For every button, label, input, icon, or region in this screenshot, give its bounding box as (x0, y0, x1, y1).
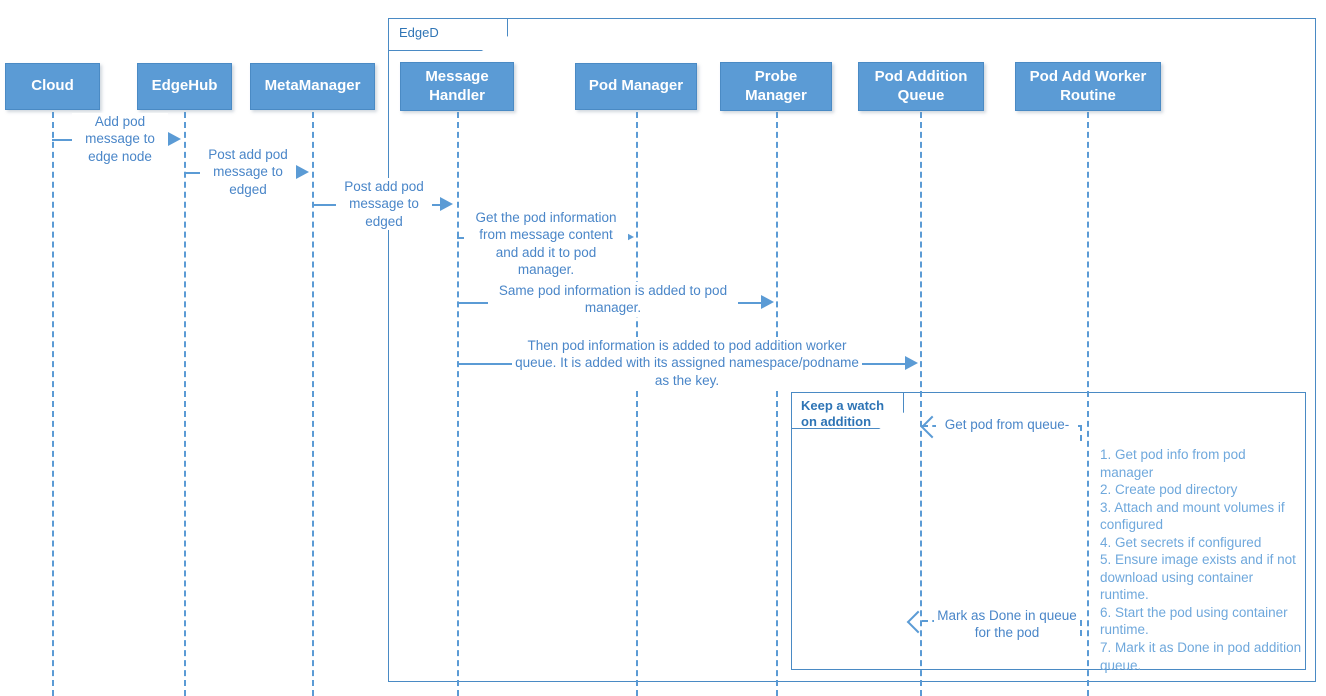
message-2-label: Post add pod message to edged (200, 146, 296, 198)
participant-probe-manager[interactable]: Probe Manager (720, 62, 832, 111)
frame-watch-label: Keep a watch on addition queue (801, 398, 885, 445)
worker-step-6: 6. Start the pod using container runtime… (1100, 604, 1288, 638)
message-2-arrowhead (296, 165, 309, 179)
lifeline-podqueue (920, 112, 922, 696)
participant-pod-add-worker-routine-label: Pod Add Worker Routine (1029, 68, 1147, 104)
message-1-arrowhead (168, 132, 181, 146)
message-7-riser (1080, 425, 1082, 441)
worker-steps-note: 1. Get pod info from pod manager 2. Crea… (1100, 446, 1302, 674)
lifeline-metamanager (312, 112, 314, 696)
worker-step-7: 7. Mark it as Done in pod addition queue… (1100, 640, 1302, 673)
participant-probe-manager-label: Probe Manager (745, 68, 807, 104)
participant-pod-add-worker-routine[interactable]: Pod Add Worker Routine (1015, 62, 1161, 111)
lifeline-cloud (52, 112, 54, 696)
message-7-label: Get pod from queue- (936, 416, 1078, 434)
message-6-arrowhead (905, 356, 918, 370)
frame-watch-label-tab: Keep a watch on addition queue (791, 392, 904, 429)
participant-pod-manager[interactable]: Pod Manager (575, 63, 697, 110)
message-8-riser (1080, 620, 1082, 636)
participant-message-handler-label: Message Handler (425, 68, 489, 104)
message-5-arrowhead (761, 295, 774, 309)
message-3-arrowhead (440, 197, 453, 211)
participant-pod-manager-label: Pod Manager (588, 77, 684, 95)
frame-edged (388, 18, 1316, 682)
participant-message-handler[interactable]: Message Handler (400, 62, 514, 111)
worker-step-5: 5. Ensure image exists and if not downlo… (1100, 552, 1296, 603)
message-3-label: Post add pod message to edged (336, 178, 432, 230)
participant-edgehub-label: EdgeHub (151, 77, 218, 95)
lifeline-podmanager (636, 112, 638, 696)
participant-cloud-label: Cloud (31, 77, 74, 95)
worker-step-4: 4. Get secrets if configured (1100, 534, 1262, 550)
message-1-label: Add pod message to edge node (72, 113, 168, 165)
frame-edged-label: EdgeD (399, 25, 439, 40)
participant-metamanager-label: MetaManager (264, 77, 361, 95)
participant-metamanager[interactable]: MetaManager (250, 63, 375, 110)
message-6-label: Then pod information is added to pod add… (512, 337, 862, 389)
lifeline-probemanager (776, 112, 778, 696)
frame-watch (791, 392, 1306, 670)
participant-cloud[interactable]: Cloud (5, 63, 100, 110)
participant-pod-addition-queue[interactable]: Pod Addition Queue (858, 62, 984, 111)
lifeline-edgehub (184, 112, 186, 696)
worker-step-1: 1. Get pod info from pod manager (1100, 447, 1246, 480)
participant-edgehub[interactable]: EdgeHub (137, 63, 232, 110)
participant-pod-addition-queue-label: Pod Addition Queue (874, 68, 968, 104)
worker-step-2: 2. Create pod directory (1100, 482, 1238, 498)
frame-edged-label-tab: EdgeD (388, 18, 508, 51)
lifeline-podworker (1087, 112, 1089, 696)
message-5-label: Same pod information is added to pod man… (488, 282, 738, 317)
worker-step-3: 3. Attach and mount volumes if configure… (1100, 499, 1285, 533)
message-8-label: Mark as Done in queue for the pod (934, 607, 1080, 642)
message-4-label: Get the pod information from message con… (464, 209, 628, 279)
lifeline-msghandler (457, 112, 459, 696)
